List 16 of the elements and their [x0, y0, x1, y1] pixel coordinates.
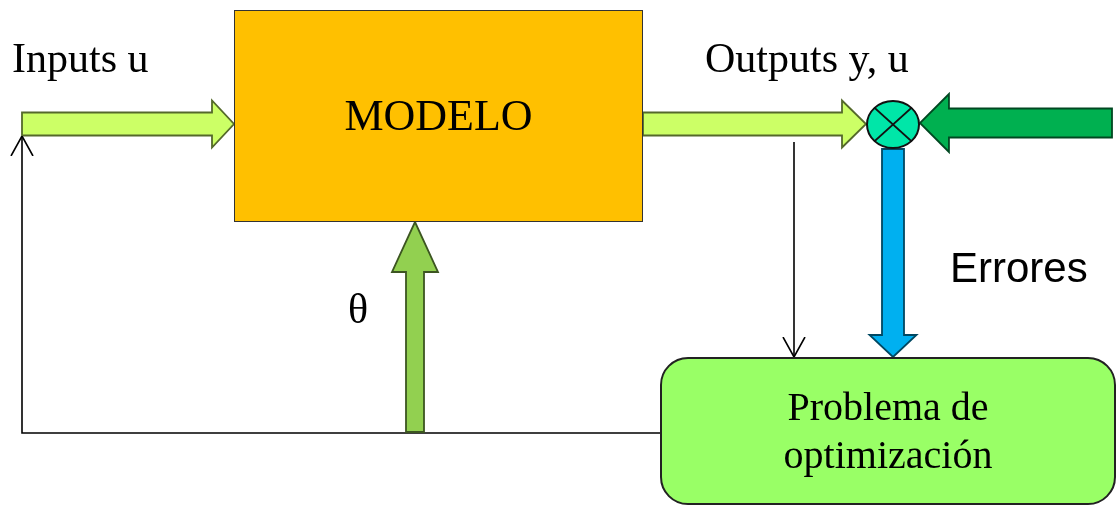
summing-junction — [866, 100, 920, 149]
arrow — [10, 135, 661, 434]
input-label: Inputs u — [12, 37, 149, 79]
arrow — [782, 141, 806, 358]
process-box — [660, 357, 1116, 505]
error-label: Errores — [950, 247, 1088, 289]
block-arrow — [21, 98, 236, 150]
model-box — [234, 10, 643, 222]
block-arrow — [642, 98, 868, 150]
block-arrow — [918, 91, 1113, 155]
block-arrow — [390, 219, 440, 433]
output-label: Outputs y, u — [705, 37, 909, 79]
block-arrow — [867, 148, 919, 359]
box-title: MODELO — [344, 89, 533, 142]
box-text: Problema de optimización — [782, 383, 994, 479]
parameter-symbol: θ — [348, 288, 369, 330]
